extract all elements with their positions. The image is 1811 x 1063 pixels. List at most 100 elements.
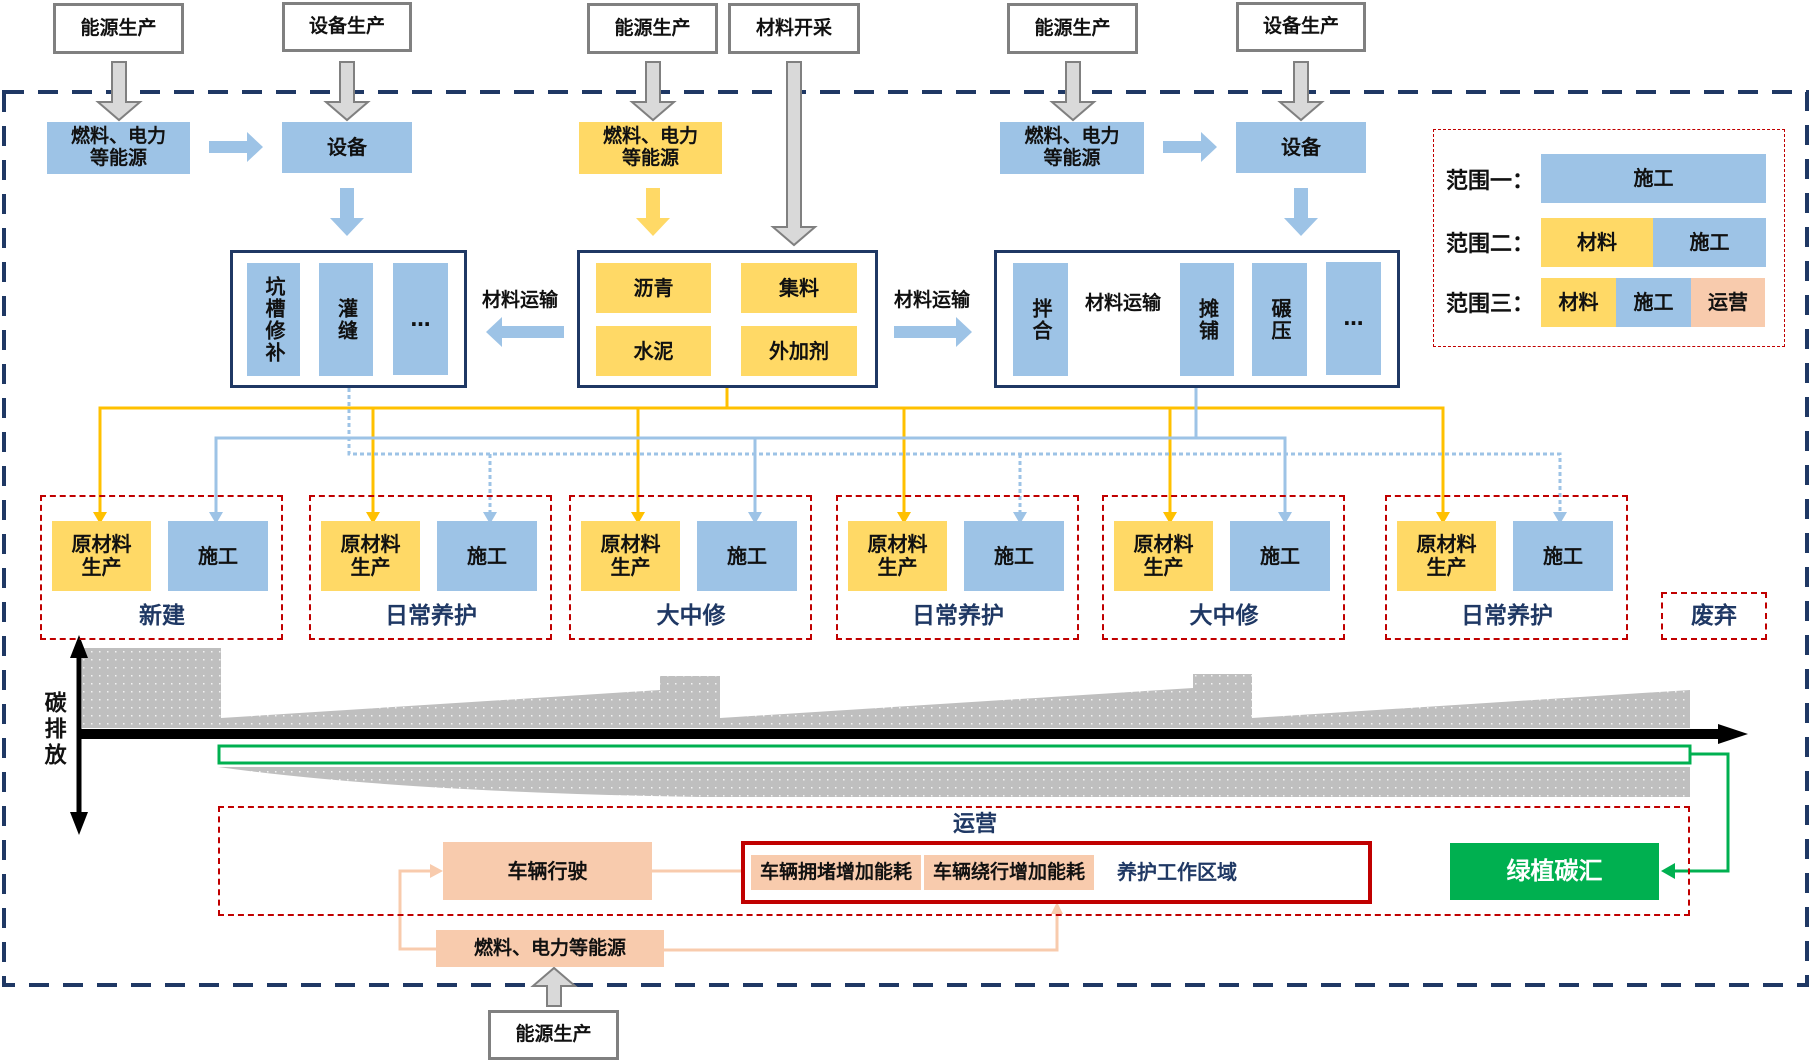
emission-axis-label: 碳排放 <box>40 691 66 769</box>
arrow-transport-right <box>894 317 972 347</box>
stage-raw-material-block: 原材料 生产 <box>1397 521 1496 591</box>
legend-scope-3-label: 范围三： <box>1446 292 1535 317</box>
material-transport-label-right: 材料运输 <box>893 289 970 312</box>
stage-raw-material-block: 原材料 生产 <box>52 521 151 591</box>
raw-material-line1: 原材料 <box>867 532 928 556</box>
carbon-sink-band <box>217 744 1692 765</box>
stage-construction-block: 施工 <box>437 521 537 591</box>
gray-arrow-equip-3 <box>1277 61 1325 122</box>
legend-scope-3-material: 材料 <box>1541 278 1616 327</box>
raw-material-line1: 原材料 <box>600 532 661 556</box>
stage-box: 原材料 生产 施工 日常养护 <box>1385 495 1628 640</box>
legend-scope-3-operation: 运营 <box>1691 278 1765 327</box>
raw-material-line2: 生产 <box>81 555 122 579</box>
stage-label: 大中修 <box>1189 602 1259 629</box>
material-cement: 水泥 <box>596 326 711 376</box>
construction-arrowheads <box>209 512 1567 524</box>
emission-axis-arrow-down <box>70 812 88 835</box>
process-more: … <box>1326 262 1381 375</box>
stage-raw-material-block: 原材料 生产 <box>581 521 680 591</box>
construction-distribution-lines <box>214 388 1287 514</box>
stage-raw-material-block: 原材料 生产 <box>321 521 420 591</box>
raw-material-line2: 生产 <box>350 555 391 579</box>
stage-box: 原材料 生产 施工 日常养护 <box>309 495 552 640</box>
emission-axis-arrow-up <box>70 635 88 658</box>
energy-block-right: 燃料、电力 等能源 <box>1000 122 1144 174</box>
stage-construction-block: 施工 <box>168 521 268 591</box>
material-admixture: 外加剂 <box>741 326 857 376</box>
legend-scope-3-construction: 施工 <box>1616 278 1691 327</box>
gray-arrow-mining <box>770 61 818 247</box>
stage-box: 原材料 生产 施工 日常养护 <box>836 495 1079 640</box>
stage-construction-block: 施工 <box>964 521 1064 591</box>
equipment-block-left: 设备 <box>282 122 412 173</box>
stage-label: 大中修 <box>656 602 726 629</box>
operation-title: 运营 <box>952 812 997 838</box>
energy-block-line1: 燃料、电力 <box>602 125 698 148</box>
energy-production-box-3: 能源生产 <box>1007 3 1138 54</box>
energy-block-line2: 等能源 <box>621 147 679 169</box>
material-transport-label-inner: 材料运输 <box>1084 292 1161 315</box>
raw-material-line1: 原材料 <box>1416 532 1477 556</box>
gray-arrow-equip-1 <box>323 61 371 122</box>
energy-production-box-1: 能源生产 <box>53 3 184 54</box>
operation-lines <box>398 869 1059 952</box>
stage-construction-block: 施工 <box>1513 521 1613 591</box>
emission-area-negative <box>218 767 1690 797</box>
raw-material-line2: 生产 <box>1143 555 1184 579</box>
process-crack-sealing: 灌缝 <box>319 263 373 376</box>
gray-arrow-energy-1 <box>95 61 143 122</box>
process-mixing: 拌合 <box>1013 263 1068 376</box>
process-compaction: 碾压 <box>1252 263 1307 376</box>
work-zone-label: 养护工作区域 <box>1117 860 1237 884</box>
sink-connector <box>1675 752 1730 873</box>
op-arrowhead-detour <box>1051 902 1063 914</box>
stage-disposal: 废弃 <box>1661 592 1767 640</box>
sink-arrowhead <box>1661 863 1675 879</box>
gray-arrow-energy-bottom <box>530 966 578 1007</box>
system-boundary <box>2 90 1809 987</box>
energy-block-line2: 等能源 <box>89 147 147 169</box>
maintenance-distribution-lines <box>347 388 1562 514</box>
legend-scope-1-construction: 施工 <box>1541 154 1766 203</box>
carbon-sink-block: 绿植碳汇 <box>1450 843 1659 900</box>
legend-scope-2-material: 材料 <box>1541 218 1653 267</box>
raw-material-line1: 原材料 <box>71 532 132 556</box>
scope-legend: 范围一： 施工 范围二： 材料 施工 范围三： 材料 施工 运营 <box>1433 129 1785 347</box>
legend-scope-2-label: 范围二： <box>1446 232 1535 257</box>
material-asphalt: 沥青 <box>596 263 711 313</box>
stage-label: 日常养护 <box>912 602 1004 629</box>
equipment-block-right: 设备 <box>1236 122 1366 173</box>
material-arrowheads <box>93 512 1450 524</box>
energy-block-line2: 等能源 <box>1043 147 1101 169</box>
energy-block-middle: 燃料、电力 等能源 <box>579 122 722 174</box>
arrow-equip-down-left <box>330 188 364 236</box>
vehicle-driving-block: 车辆行驶 <box>443 842 652 900</box>
raw-material-line2: 生产 <box>877 555 918 579</box>
work-zone-frame: 车辆拥堵增加能耗 车辆绕行增加能耗 养护工作区域 <box>741 841 1372 904</box>
construction-process-frame: 拌合 材料运输 摊铺 碾压 … <box>994 250 1400 388</box>
gray-arrow-energy-3 <box>1049 61 1097 122</box>
process-paving: 摊铺 <box>1180 263 1234 376</box>
emission-area-positive <box>82 648 1690 728</box>
process-pothole-repair: 坑槽修补 <box>247 263 300 376</box>
legend-scope-1-label: 范围一： <box>1446 169 1535 194</box>
raw-material-line2: 生产 <box>1426 555 1467 579</box>
stage-box: 原材料 生产 施工 大中修 <box>569 495 812 640</box>
congestion-energy-block: 车辆拥堵增加能耗 <box>751 855 921 890</box>
maintenance-process-frame: 坑槽修补 灌缝 … <box>230 250 467 388</box>
energy-block-line1: 燃料、电力 <box>1024 125 1120 148</box>
external-input-arrows <box>95 61 1325 1007</box>
raw-material-line1: 原材料 <box>340 532 401 556</box>
raw-material-line1: 原材料 <box>1133 532 1194 556</box>
equipment-production-box-1: 设备生产 <box>282 2 412 52</box>
equipment-production-box-3: 设备生产 <box>1236 2 1366 52</box>
energy-production-box-bottom: 能源生产 <box>488 1010 619 1060</box>
arrow-energy-to-equip-left <box>209 132 263 162</box>
material-mining-box: 材料开采 <box>728 3 860 54</box>
arrow-energy-to-equip-right <box>1163 132 1217 162</box>
stage-construction-block: 施工 <box>697 521 797 591</box>
material-aggregate: 集料 <box>741 263 857 313</box>
arrow-transport-left <box>486 317 564 347</box>
